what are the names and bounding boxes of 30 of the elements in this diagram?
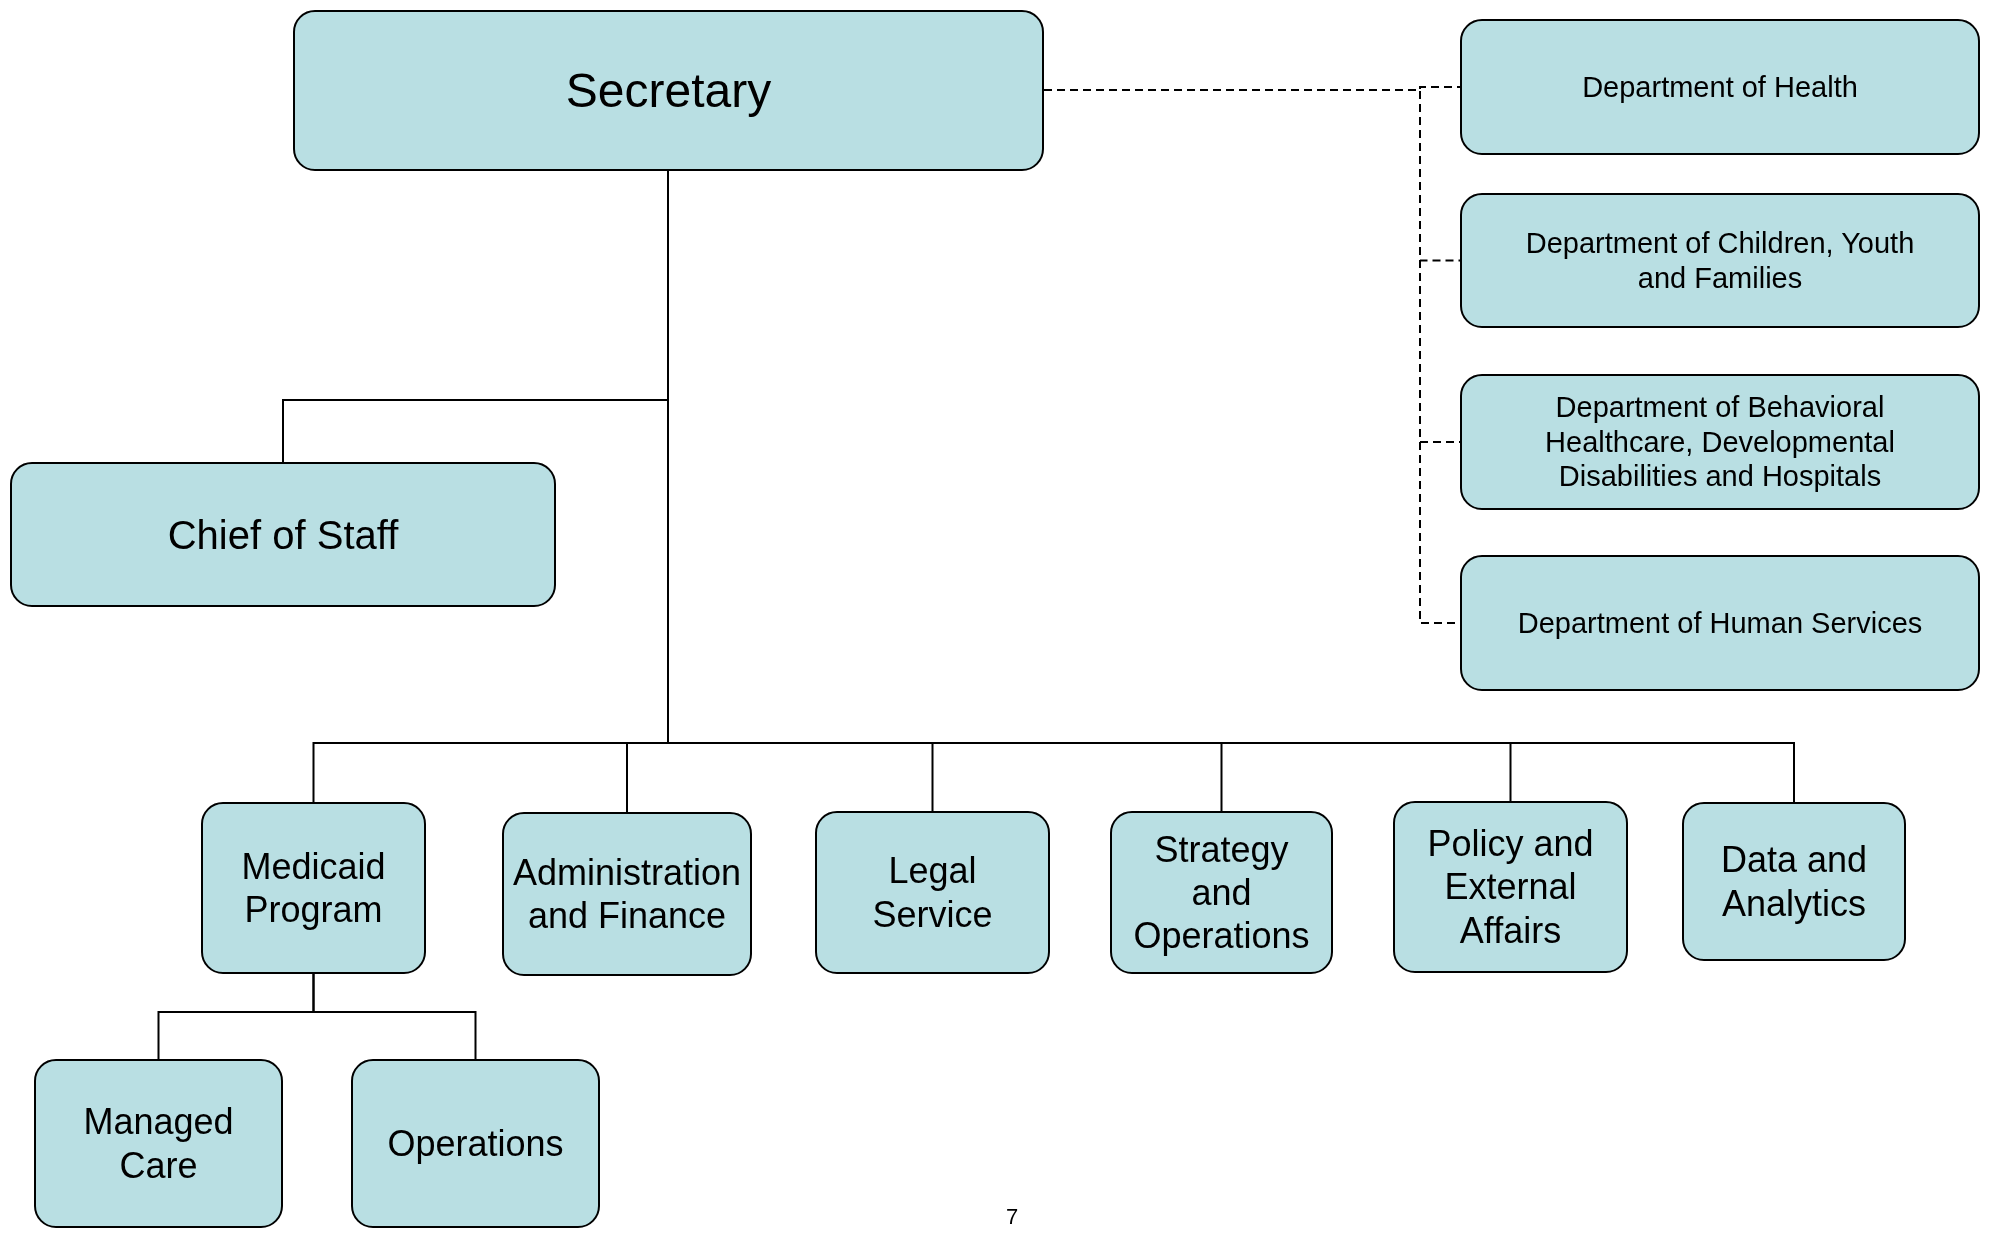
box-label: Medicaid Program <box>240 844 387 932</box>
org-box <box>1460 193 1980 328</box>
org-box <box>10 462 556 607</box>
org-box <box>34 1059 283 1228</box>
org-box <box>1460 555 1980 691</box>
box-label: Chief of Staff <box>167 511 399 559</box>
box-label: Department of Human Services <box>1517 605 1923 641</box>
box-label: Department of Children, Youth and Families <box>1524 225 1916 296</box>
org-box <box>351 1059 600 1228</box>
box-label: Department of Behavioral Healthcare, Developmental Disabilities and Hospitals <box>1544 389 1896 495</box>
box-label: Policy and External Affairs <box>1426 822 1595 952</box>
org-box <box>1110 811 1333 974</box>
org-box <box>1460 19 1980 155</box>
org-box <box>293 10 1044 171</box>
box-label: Legal Service <box>871 849 994 936</box>
box-label: Secretary <box>565 62 772 119</box>
box-label: Managed Care <box>82 1100 235 1187</box>
box-label: Department of Health <box>1582 69 1858 105</box>
box-label: Operations <box>387 1121 564 1166</box>
org-box <box>502 812 752 976</box>
org-box <box>201 802 426 974</box>
org-box <box>815 811 1050 974</box>
org-box <box>1393 801 1628 973</box>
org-box <box>1682 802 1906 961</box>
box-label: Administration and Finance <box>511 850 743 938</box>
box-label: Data and Analytics <box>1719 838 1869 925</box>
box-label: Strategy and Operations <box>1133 827 1310 958</box>
page-number: 7 <box>1006 1204 1019 1230</box>
org-box <box>1460 374 1980 510</box>
connector-line <box>312 973 477 1060</box>
